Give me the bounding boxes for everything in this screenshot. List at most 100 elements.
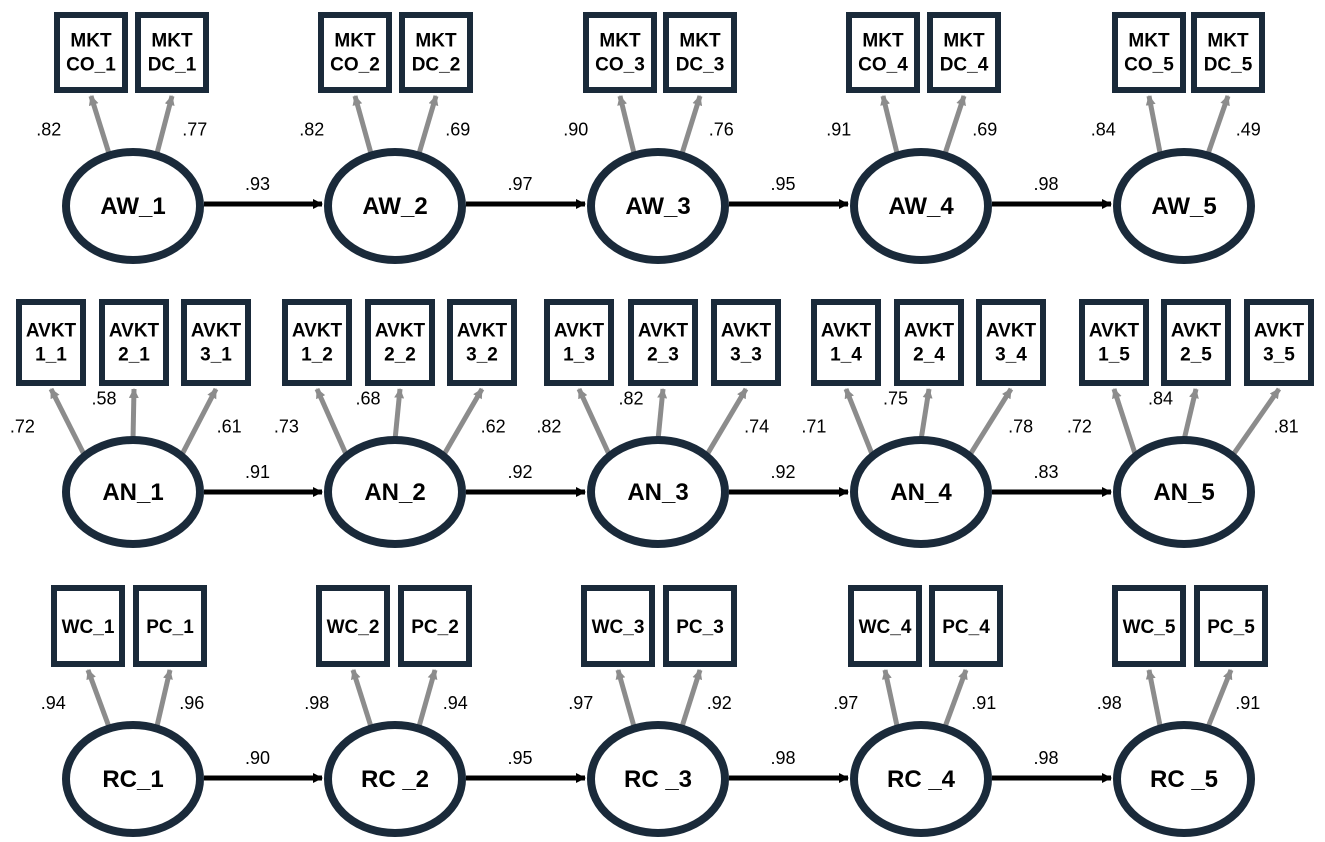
indicator-label-line2: CO_2 (330, 55, 380, 76)
loading-coefficient: .94 (41, 693, 66, 713)
indicator-box (1244, 299, 1314, 386)
indicator-label-line2: DC_2 (412, 55, 461, 76)
indicator-box (663, 12, 737, 93)
latent-label: RC _4 (887, 766, 956, 793)
indicator-label-line2: 1_2 (301, 345, 333, 366)
indicator-box (365, 299, 435, 386)
loading-arrow (679, 669, 703, 730)
indicator-box (135, 12, 209, 93)
path-coefficient: .98 (1034, 174, 1059, 194)
latent-label: AW_3 (625, 193, 690, 220)
loading-coefficient: .94 (443, 693, 468, 713)
latent-label: AW_4 (888, 193, 954, 220)
indicator-label: PC_3 (676, 617, 724, 638)
loading-arrow (48, 387, 87, 458)
indicator-label-line2: CO_4 (858, 55, 908, 76)
indicator-box (976, 299, 1046, 386)
structural-paths-layer (204, 199, 1112, 783)
loading-coefficient: .92 (707, 693, 732, 713)
latent-ellipse (850, 436, 992, 548)
loading-arrow (392, 388, 405, 441)
loading-arrow (882, 669, 900, 729)
latent-ellipse (324, 436, 466, 548)
loading-arrow (1205, 669, 1234, 730)
indicator-label-line1: MKT (1207, 31, 1249, 52)
path-coefficient: .92 (771, 462, 796, 482)
indicator-label-line2: 3_4 (995, 345, 1027, 366)
latent-label: AN_1 (102, 479, 163, 506)
indicator-label: WC_4 (859, 617, 912, 638)
loading-coefficient: .98 (304, 693, 329, 713)
indicator-label-line2: DC_4 (940, 55, 989, 76)
latent-ellipse (587, 148, 729, 264)
indicator-box (398, 585, 472, 667)
path-coefficient: .95 (508, 748, 533, 768)
indicator-label-line1: MKT (1128, 31, 1170, 52)
indicator-label-line1: MKT (679, 31, 721, 52)
loading-arrow (942, 669, 969, 730)
loading-coefficient: .81 (1274, 416, 1299, 436)
indicator-label-line1: MKT (415, 31, 457, 52)
loading-coefficient: .69 (972, 120, 997, 140)
loading-coefficient: .76 (709, 120, 734, 140)
loading-coefficient: .91 (1235, 693, 1260, 713)
loading-arrow (314, 387, 350, 457)
indicator-box (447, 299, 517, 386)
loading-coefficient: .82 (36, 120, 61, 140)
indicator-label-line1: AVKT (1089, 321, 1140, 342)
indicator-label-line2: 2_4 (913, 345, 945, 366)
loading-coefficient: .58 (92, 389, 117, 409)
indicator-label: PC_2 (411, 617, 459, 638)
path-coefficient: .98 (771, 748, 796, 768)
indicator-box (318, 12, 392, 93)
indicator-label-line1: AVKT (109, 321, 160, 342)
loading-arrow (1145, 95, 1164, 156)
indicator-label: WC_2 (327, 617, 380, 638)
indicator-label-line1: AVKT (191, 321, 242, 342)
indicator-label-line2: 2_2 (384, 345, 416, 366)
latent-ellipse (62, 436, 204, 548)
loading-coefficient: .75 (883, 389, 908, 409)
loading-coefficient: .73 (274, 416, 299, 436)
indicator-box (1112, 585, 1186, 667)
indicator-label-line1: MKT (862, 31, 904, 52)
loading-coefficient: .62 (481, 416, 506, 436)
loading-coefficient: .91 (971, 693, 996, 713)
path-coefficient: .93 (245, 174, 270, 194)
latent-ellipse (850, 721, 992, 837)
indicator-label-line2: DC_1 (148, 55, 197, 76)
latent-label: RC _3 (624, 766, 692, 793)
indicator-label: PC_1 (146, 617, 194, 638)
indicator-box (1194, 585, 1268, 667)
loading-arrow (1145, 669, 1164, 729)
indicator-label-line2: 1_3 (563, 345, 595, 366)
loading-coefficient: .74 (744, 416, 769, 436)
loading-coefficient: .68 (356, 389, 381, 409)
loading-arrows-layer (48, 95, 1282, 730)
latent-label: RC _2 (361, 766, 429, 793)
loading-coefficient: .82 (536, 416, 561, 436)
loading-coefficient: .71 (801, 416, 826, 436)
indicator-label: WC_5 (1123, 617, 1176, 638)
latent-label: AN_3 (627, 479, 688, 506)
loading-arrow (967, 387, 1014, 458)
loading-arrow (416, 95, 439, 157)
latent-ellipse (1113, 721, 1255, 837)
indicator-box (316, 585, 390, 667)
loading-coefficient: .72 (10, 416, 35, 436)
path-coefficient: .91 (245, 462, 270, 482)
loading-arrow (880, 95, 900, 157)
indicator-box (581, 585, 655, 667)
loading-arrow (1111, 388, 1139, 457)
indicator-box (929, 585, 1003, 667)
latent-label: RC_1 (102, 766, 163, 793)
indicator-label-line1: AVKT (986, 321, 1037, 342)
loading-arrow (655, 388, 668, 441)
coefficients-layer: .82.77.82.69.90.76.91.69.84.49.93.97.95.… (10, 120, 1299, 768)
indicator-label: WC_1 (62, 617, 115, 638)
indicator-label: WC_3 (592, 617, 645, 638)
loading-arrow (154, 669, 173, 729)
latent-ellipse (850, 148, 992, 264)
loading-arrow (1230, 387, 1282, 458)
indicator-label-line1: MKT (70, 31, 112, 52)
